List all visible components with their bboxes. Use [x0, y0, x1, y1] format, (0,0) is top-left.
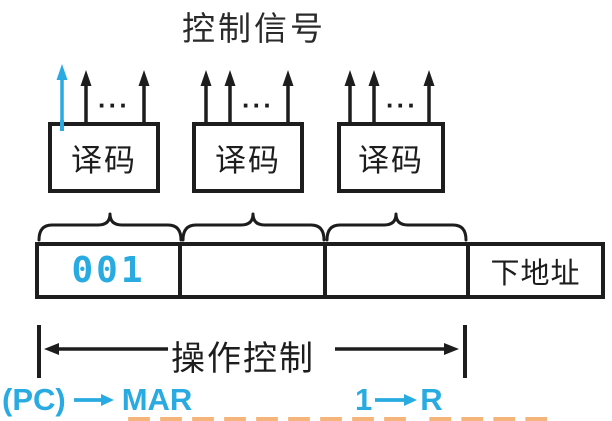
ellipsis-dots: ···: [242, 90, 274, 120]
ellipsis-dots: ···: [98, 90, 130, 120]
micro-op-pc-to-mar: (PC) MAR: [2, 382, 192, 418]
right-arrow-icon: [73, 394, 114, 406]
field-op-2: [182, 246, 327, 295]
watermark-fragment: 〓〓〓〓〓〓〓〓〓 〓〓〓〓: [126, 409, 549, 421]
field-brace-1: [37, 212, 183, 242]
left-arrow-icon: [44, 343, 59, 355]
ellipsis-dots: ···: [386, 90, 418, 120]
up-arrow-icon: [80, 70, 92, 86]
field-brace-2: [181, 212, 326, 242]
up-arrow-icon: [138, 70, 150, 86]
up-arrow-icon: [200, 70, 212, 86]
field-next-address: 下地址: [470, 246, 601, 295]
diagram-title: 控制信号: [182, 10, 326, 47]
up-arrow-icon: [344, 70, 356, 86]
span-end-bar-right: [463, 325, 467, 378]
field-value: 下地址: [490, 257, 581, 290]
right-arrow-icon: [375, 394, 418, 406]
span-end-bar-left: [37, 325, 41, 378]
decoder-label: 译码: [71, 143, 137, 178]
control-signal-arrows-1: ···: [56, 64, 150, 122]
up-arrow-icon: [282, 70, 294, 86]
span-arrow-right: [335, 343, 459, 355]
up-arrow-icon: [368, 70, 380, 86]
up-arrow-icon: [423, 70, 435, 86]
control-signal-arrows-3: ···: [344, 70, 435, 122]
blue-signal-stub: [60, 120, 64, 131]
micro-op-source: (PC): [2, 382, 66, 417]
micro-op-target: R: [420, 382, 443, 417]
decoder-box-2: 译码: [192, 122, 304, 193]
micro-op-1-to-r: 1 R: [355, 382, 443, 418]
micro-op-target: MAR: [121, 382, 193, 417]
right-arrow-icon: [444, 343, 459, 355]
micro-op-source: 1: [355, 382, 373, 417]
span-label: 操作控制: [171, 340, 315, 378]
decoder-box-1: 译码: [48, 122, 160, 193]
span-arrow-left: [44, 343, 168, 355]
field-op-3: [327, 246, 470, 295]
decoder-box-3: 译码: [337, 122, 445, 193]
control-signal-arrows-2: ···: [200, 70, 294, 122]
up-arrow-icon: [56, 64, 68, 80]
decoder-label: 译码: [215, 143, 281, 178]
field-op-1: 001: [39, 246, 182, 295]
up-arrow-icon: [224, 70, 236, 86]
microinstruction-register: 001 下地址: [35, 242, 605, 299]
field-value: 001: [71, 250, 146, 291]
decoder-label: 译码: [358, 143, 424, 178]
field-brace-3: [325, 212, 468, 242]
